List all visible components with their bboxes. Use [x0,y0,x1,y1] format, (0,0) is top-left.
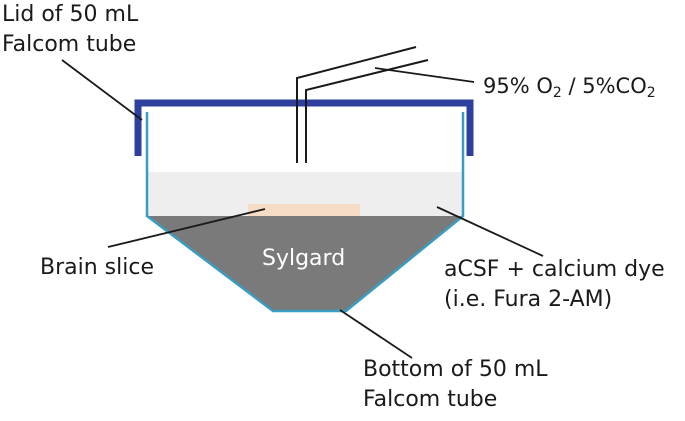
sylgard-label: Sylgard [262,246,346,271]
bottom-label-line-1: Bottom of 50 mL [363,357,548,382]
brain-slice-label: Brain slice [40,255,154,280]
gas-pointer [374,67,475,83]
gas-label-sub-1: 2 [552,85,562,101]
lid-label-line-2: Falcom tube [2,32,137,57]
brain-slice [248,204,360,216]
lid-pointer [61,59,143,121]
lid-label-line-1: Lid of 50 mL [2,2,139,27]
bottom-pointer [339,309,413,359]
gas-label-middle: / 5%CO [561,74,647,98]
gas-label-sub-2: 2 [646,85,656,101]
bottom-label-line-2: Falcom tube [363,387,498,412]
gas-tube-outer [296,46,417,163]
gas-label-prefix: 95% O [483,74,553,98]
brain-slice-pointer [107,208,266,248]
lid [134,99,474,156]
gas-tube-inner [305,59,429,163]
acsf-label-line-2: (i.e. Fura 2-AM) [444,287,613,312]
bottom-label: Bottom of 50 mL Falcom tube [363,355,548,415]
acsf-label-line-1: aCSF + calcium dye [444,257,665,282]
sylgard-layer [147,216,463,311]
acsf-pointer [436,206,544,257]
tube-wall [145,112,465,313]
acsf-label: aCSF + calcium dye (i.e. Fura 2-AM) [444,255,665,315]
lid-label: Lid of 50 mL Falcom tube [2,0,138,60]
gas-label: 95% O2 / 5%CO2 [483,71,656,108]
